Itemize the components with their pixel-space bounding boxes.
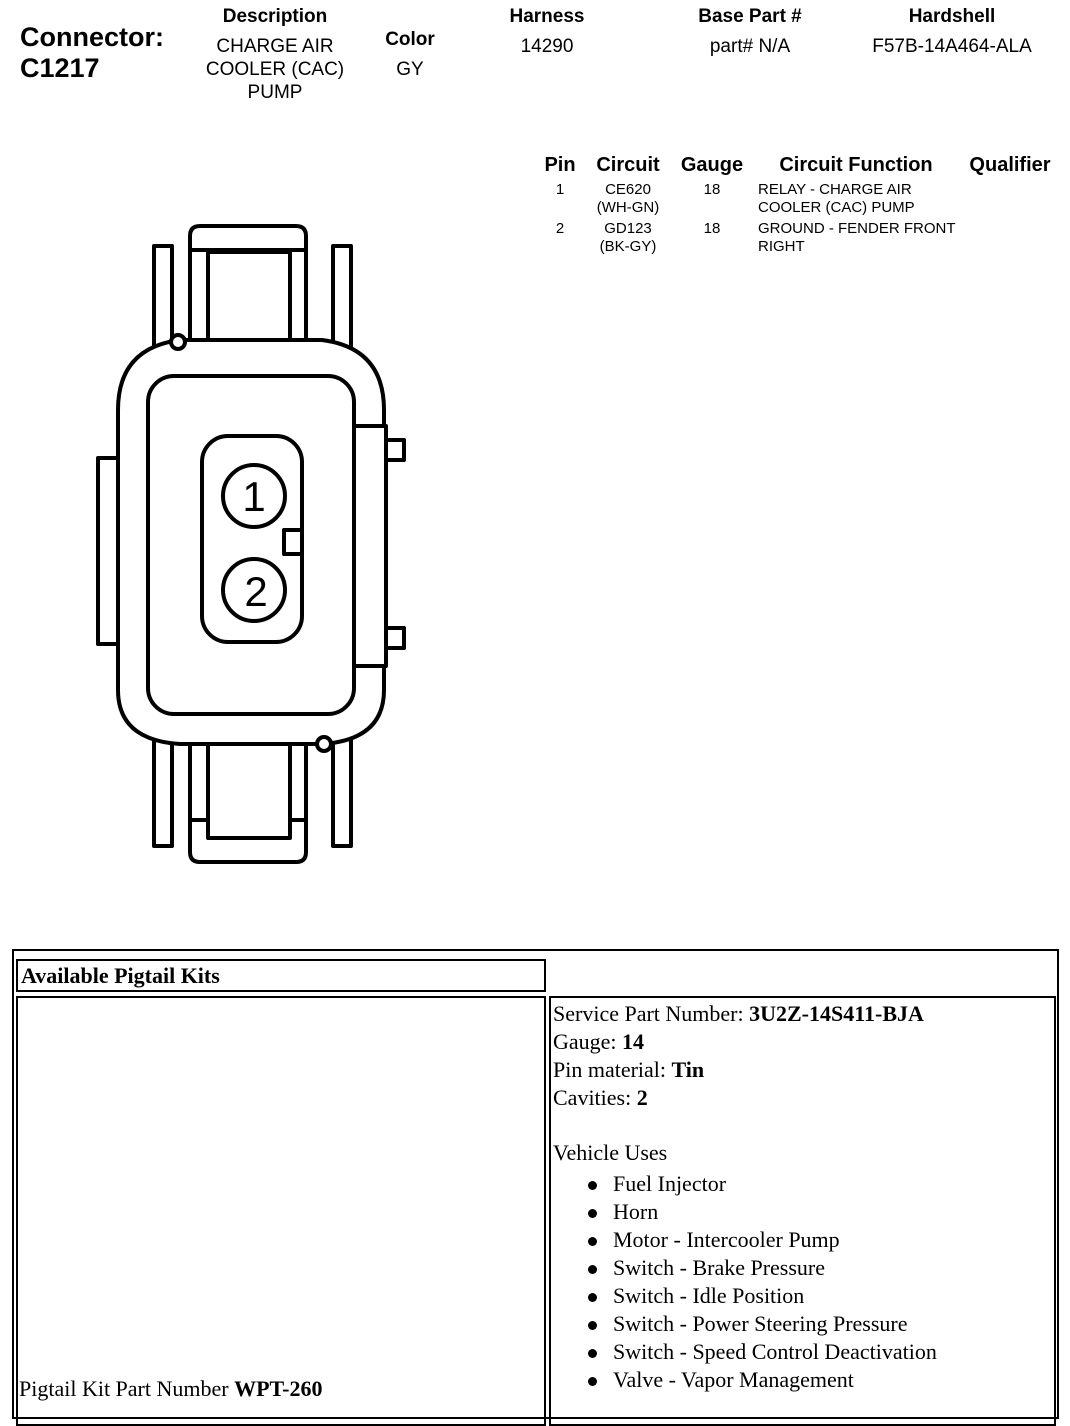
function-cell: GROUND - FENDER FRONT RIGHT bbox=[758, 220, 956, 255]
table-row: 2 GD123 (BK-GY) 18 GROUND - FENDER FRONT… bbox=[536, 220, 1060, 259]
bullet-icon bbox=[588, 1237, 597, 1246]
qualifier-cell bbox=[960, 220, 1060, 259]
color-value: GY bbox=[396, 59, 424, 80]
pin-2-circle bbox=[221, 557, 287, 623]
pin-2-label: 2 bbox=[244, 568, 267, 615]
bullet-icon bbox=[588, 1265, 597, 1274]
list-item: Switch - Power Steering Pressure bbox=[588, 1310, 937, 1338]
cavities-row: Cavities: 2 bbox=[553, 1084, 924, 1112]
hardshell-label: Hardshell bbox=[908, 6, 996, 27]
list-item-label: Switch - Speed Control Deactivation bbox=[613, 1339, 937, 1364]
service-part-row: Service Part Number: 3U2Z-14S411-BJA bbox=[553, 1000, 924, 1028]
pin-1-label: 1 bbox=[242, 473, 265, 520]
pin-table-header: Pin Circuit Gauge Circuit Function Quali… bbox=[536, 153, 1060, 181]
shell-nub-bottom bbox=[315, 735, 333, 753]
list-item: Switch - Brake Pressure bbox=[588, 1254, 937, 1282]
circuit-cell: GD123 (BK-GY) bbox=[599, 220, 657, 255]
service-part-label: Service Part Number: bbox=[553, 1001, 750, 1026]
shell-nub-top bbox=[169, 333, 187, 351]
list-item-label: Switch - Power Steering Pressure bbox=[613, 1311, 908, 1336]
gauge-value: 14 bbox=[622, 1029, 645, 1054]
list-item: Switch - Idle Position bbox=[588, 1282, 937, 1310]
list-item-label: Switch - Idle Position bbox=[613, 1283, 805, 1308]
gauge-cell: 18 bbox=[703, 181, 721, 198]
base-part-label: Base Part # bbox=[698, 6, 802, 27]
cavities-label: Cavities: bbox=[553, 1085, 637, 1110]
pin-cell: 2 bbox=[555, 220, 565, 237]
pin-material-value: Tin bbox=[671, 1057, 705, 1082]
gauge-header: Gauge bbox=[680, 154, 744, 176]
description-value: CHARGE AIR COOLER (CAC) PUMP bbox=[185, 35, 365, 104]
function-cell: RELAY - CHARGE AIR COOLER (CAC) PUMP bbox=[758, 181, 915, 216]
harness-label: Harness bbox=[509, 6, 585, 27]
pin-header: Pin bbox=[544, 154, 576, 176]
list-item-label: Fuel Injector bbox=[613, 1171, 727, 1196]
list-item: Motor - Intercooler Pump bbox=[588, 1226, 937, 1254]
list-item: Valve - Vapor Management bbox=[588, 1366, 937, 1394]
bottom-latch-window bbox=[206, 740, 292, 840]
pigtail-kit-title: Available Pigtail Kits bbox=[16, 959, 546, 992]
connector-face-diagram: 1 2 bbox=[96, 224, 406, 864]
circuit-cell: CE620 (WH-GN) bbox=[596, 181, 660, 216]
pigtail-kit-part-number: Pigtail Kit Part Number WPT-260 bbox=[19, 1375, 323, 1403]
pigtail-kit-image-cell bbox=[16, 996, 546, 1426]
hardshell-value: F57B-14A464-ALA bbox=[872, 36, 1032, 57]
list-item: Fuel Injector bbox=[588, 1170, 937, 1198]
gauge-row: Gauge: 14 bbox=[553, 1028, 924, 1056]
connector-title: Connector: C1217 bbox=[20, 22, 164, 84]
color-label: Color bbox=[385, 29, 435, 50]
connector-label: Connector: bbox=[20, 22, 164, 52]
gauge-label: Gauge: bbox=[553, 1029, 623, 1054]
top-latch-window bbox=[206, 250, 292, 350]
pin-cell: 1 bbox=[555, 181, 565, 198]
bullet-icon bbox=[588, 1321, 597, 1330]
list-item: Switch - Speed Control Deactivation bbox=[588, 1338, 937, 1366]
table-row: 1 CE620 (WH-GN) 18 RELAY - CHARGE AIR CO… bbox=[536, 181, 1060, 220]
gauge-cell: 18 bbox=[703, 220, 721, 237]
list-item-label: Valve - Vapor Management bbox=[613, 1367, 854, 1392]
circuit-function-header: Circuit Function bbox=[779, 154, 933, 176]
service-part-value: 3U2Z-14S411-BJA bbox=[749, 1001, 924, 1026]
list-item-label: Motor - Intercooler Pump bbox=[613, 1227, 840, 1252]
qualifier-header: Qualifier bbox=[969, 154, 1051, 176]
pin-material-row: Pin material: Tin bbox=[553, 1056, 924, 1084]
pigtail-specs: Service Part Number: 3U2Z-14S411-BJA Gau… bbox=[553, 1000, 924, 1112]
harness-value: 14290 bbox=[520, 36, 574, 57]
cavity-key bbox=[282, 528, 304, 556]
bullet-icon bbox=[588, 1349, 597, 1358]
qualifier-cell bbox=[960, 181, 1060, 220]
description-line: PUMP bbox=[247, 82, 303, 103]
pin-table: Pin Circuit Gauge Circuit Function Quali… bbox=[536, 153, 1060, 259]
list-item-label: Switch - Brake Pressure bbox=[613, 1255, 826, 1280]
base-part-value: part# N/A bbox=[709, 36, 791, 57]
description-line: COOLER (CAC) bbox=[205, 59, 345, 80]
description-label: Description bbox=[222, 6, 328, 27]
connector-id: C1217 bbox=[20, 53, 100, 83]
circuit-header: Circuit bbox=[596, 154, 660, 176]
bullet-icon bbox=[588, 1209, 597, 1218]
list-item-label: Horn bbox=[613, 1199, 659, 1224]
pin-1-circle bbox=[221, 463, 287, 529]
vehicle-uses-list: Fuel Injector Horn Motor - Intercooler P… bbox=[588, 1170, 937, 1394]
description-line: CHARGE AIR bbox=[216, 36, 334, 57]
bullet-icon bbox=[588, 1377, 597, 1386]
pigtail-kit-value: WPT-260 bbox=[234, 1376, 323, 1401]
cavities-value: 2 bbox=[636, 1085, 648, 1110]
right-side-flange bbox=[352, 424, 388, 668]
pin-material-label: Pin material: bbox=[553, 1057, 672, 1082]
bullet-icon bbox=[588, 1181, 597, 1190]
vehicle-uses-label: Vehicle Uses bbox=[553, 1140, 668, 1165]
bullet-icon bbox=[588, 1293, 597, 1302]
pigtail-kit-label: Pigtail Kit Part Number bbox=[19, 1376, 235, 1401]
list-item: Horn bbox=[588, 1198, 937, 1226]
